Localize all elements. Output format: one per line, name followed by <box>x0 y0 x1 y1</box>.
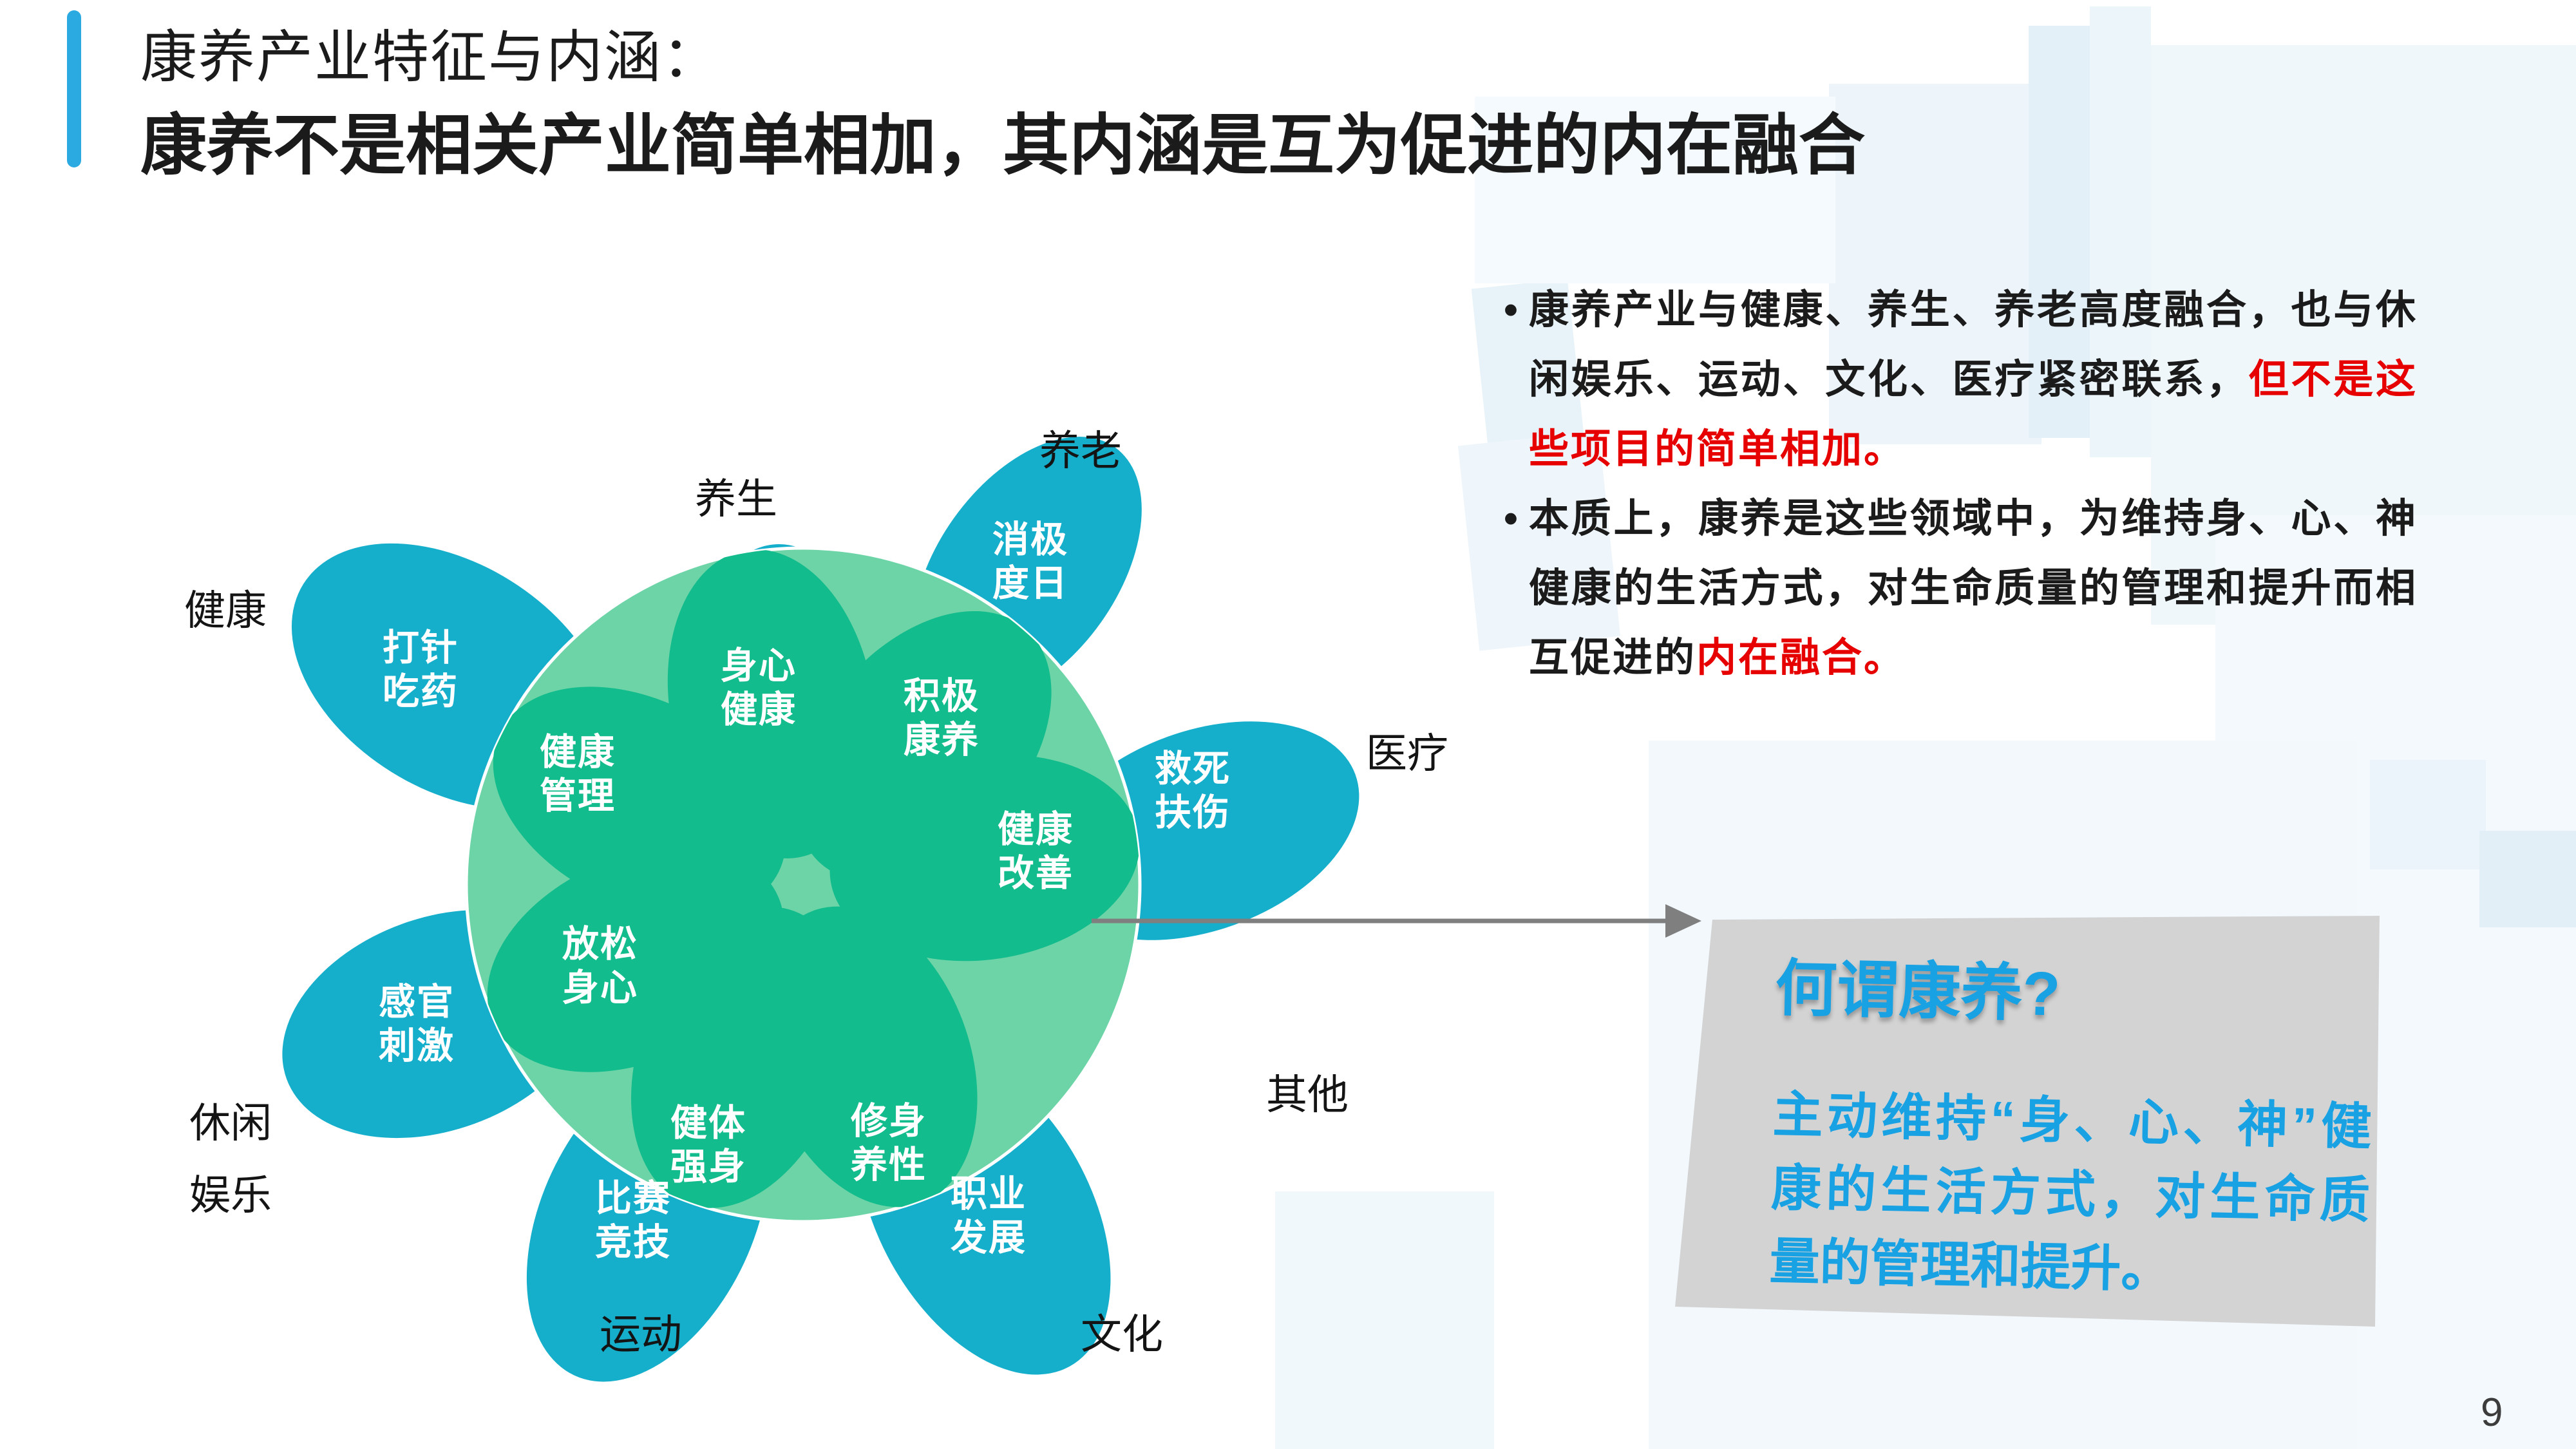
petal-label-line: 积极 <box>904 676 980 717</box>
callout-title: 何谓康养? <box>1774 954 2061 1029</box>
bullet-marker: • <box>1504 288 1518 332</box>
petal-label-line: 感官 <box>379 981 455 1023</box>
petal-label-line: 康养 <box>904 719 980 761</box>
petal-label-line: 修身 <box>851 1101 927 1142</box>
petal-label-line: 改善 <box>998 853 1074 894</box>
background-shape <box>1829 84 2041 444</box>
sector-label-elderly-care: 养老 <box>1039 428 1122 474</box>
petal-label-line: 身心 <box>562 967 638 1009</box>
inner-petal-label-fitness-strengthening: 健体 强身 <box>670 1101 746 1189</box>
petal-label-line: 比赛 <box>595 1178 671 1219</box>
sector-label-sports: 运动 <box>600 1311 682 1358</box>
petal-label-line: 放松 <box>562 923 638 965</box>
inner-petal-label-health-improvement: 健康 改善 <box>998 808 1074 895</box>
bullet-text: 本质上，康养是这些领域中，为维持身、心、神健康的生活方式，对生命质量的管理和提升… <box>1529 484 2418 693</box>
background-shape <box>2370 760 2486 869</box>
inner-petal-label-health-management: 健康 管理 <box>540 730 616 818</box>
background-shape <box>2090 6 2151 457</box>
bullet-marker: • <box>1504 497 1518 541</box>
petal-label-line: 健康 <box>998 809 1074 850</box>
sector-label-others: 其他 <box>1266 1072 1349 1118</box>
page-number: 9 <box>2481 1390 2503 1435</box>
sector-label-leisure-line1: 休闲 <box>189 1100 272 1146</box>
outer-petal-label-competition: 比赛 竞技 <box>595 1177 671 1264</box>
petal-label-line: 打针 <box>383 627 459 668</box>
petal-label-line: 健康 <box>721 689 797 730</box>
outer-petal-label-injection-medication: 打针 吃药 <box>383 626 459 714</box>
petal-label-line: 强身 <box>670 1146 746 1188</box>
petal-label-line: 救死 <box>1155 748 1231 790</box>
outer-petal-label-career-development: 职业 发展 <box>951 1172 1027 1260</box>
sector-label-medical: 医疗 <box>1366 730 1448 777</box>
bullet-text-red: 内在融合。 <box>1696 636 1906 680</box>
bullet-item: • 康养产业与健康、养生、养老高度融合，也与休闲娱乐、运动、文化、医疗紧密联系，… <box>1493 276 2467 484</box>
petal-label-line: 发展 <box>951 1217 1027 1258</box>
outer-petal-label-idle-living: 消极 度日 <box>992 518 1068 605</box>
bullet-text-red: 但不是这些项目的简单相加。 <box>1529 357 2418 471</box>
petal-label-line: 吃药 <box>383 671 459 712</box>
bullet-text: 康养产业与健康、养生、养老高度融合，也与休闲娱乐、运动、文化、医疗紧密联系，但不… <box>1529 276 2418 484</box>
bullet-text-black: 本质上，康养是这些领域中，为维持身、心、神健康的生活方式，对生命质量的管理和提升… <box>1529 497 2418 680</box>
bullet-list: • 康养产业与健康、养生、养老高度融合，也与休闲娱乐、运动、文化、医疗紧密联系，… <box>1493 276 2467 693</box>
inner-petal-label-relaxation: 放松 身心 <box>562 922 638 1010</box>
background-shape <box>1275 1191 1494 1449</box>
petal-label-line: 度日 <box>992 563 1068 604</box>
bullet-item: • 本质上，康养是这些领域中，为维持身、心、神健康的生活方式，对生命质量的管理和… <box>1493 484 2467 693</box>
inner-petal-label-mind-body-health: 身心 健康 <box>721 644 797 732</box>
petal-label-line: 管理 <box>540 775 616 817</box>
petal-health-improvement <box>829 754 1140 961</box>
petal-label-line: 职业 <box>951 1173 1027 1215</box>
petal-label-line: 竞技 <box>595 1222 671 1263</box>
callout-card: 何谓康养? 主动维持“身、心、神”健康的生活方式，对生命质量的管理和提升。 <box>1675 916 2380 1327</box>
background-shape <box>2029 26 2090 438</box>
sector-label-culture: 文化 <box>1081 1311 1163 1358</box>
background-shape <box>1475 97 1835 283</box>
bullet-text-black: 康养产业与健康、养生、养老高度融合，也与休闲娱乐、运动、文化、医疗紧密联系， <box>1529 288 2418 402</box>
sector-label-wellness: 养生 <box>695 476 777 522</box>
page-title-line1: 康养产业特征与内涵： <box>140 25 721 89</box>
page-title-line2: 康养不是相关产业简单相加，其内涵是互为促进的内在融合 <box>140 108 1865 182</box>
arrow-head <box>1665 904 1701 938</box>
callout-content: 何谓康养? 主动维持“身、心、神”健康的生活方式，对生命质量的管理和提升。 <box>1675 916 2380 1327</box>
background-shape <box>2479 831 2576 927</box>
petal-label-line: 健体 <box>670 1103 746 1144</box>
petal-label-line: 刺激 <box>379 1025 455 1066</box>
petal-label-line: 消极 <box>992 519 1068 560</box>
petal-label-line: 身心 <box>721 645 797 687</box>
callout-body: 主动维持“身、心、神”健康的生活方式，对生命质量的管理和提升。 <box>1768 1086 2372 1298</box>
outer-petal-label-sensory-stimulation: 感官 刺激 <box>379 980 455 1068</box>
inner-petal-label-active-wellness: 积极 康养 <box>904 674 980 762</box>
inner-petal-label-self-cultivation: 修身 养性 <box>851 1099 927 1187</box>
sector-label-leisure-entertainment: 休闲 娱乐 <box>189 1087 272 1231</box>
outer-petal-label-rescue-healing: 救死 扶伤 <box>1155 747 1231 835</box>
petal-health-management <box>493 687 786 917</box>
sector-label-leisure-line2: 娱乐 <box>189 1172 272 1218</box>
petal-label-line: 养性 <box>851 1144 927 1186</box>
petal-label-line: 健康 <box>540 732 616 773</box>
sector-label-health: 健康 <box>184 587 267 634</box>
title-accent-bar <box>67 10 81 167</box>
petal-label-line: 扶伤 <box>1155 792 1231 833</box>
